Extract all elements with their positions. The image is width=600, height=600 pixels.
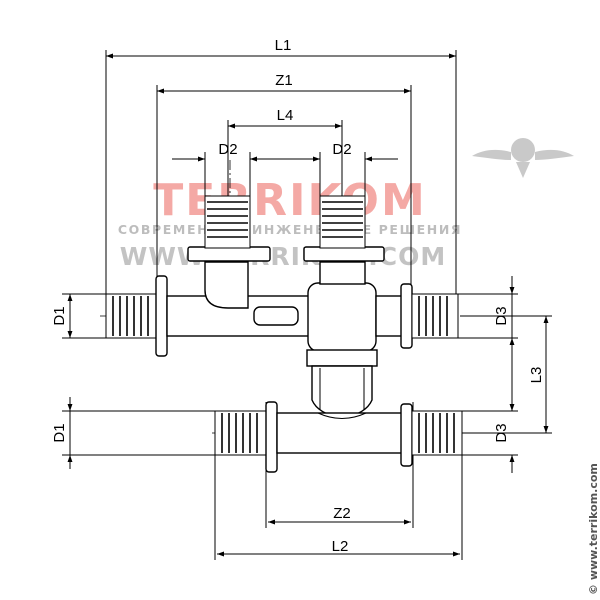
- connector-body: [311, 365, 373, 419]
- upper-body-right: [375, 295, 404, 337]
- right-outlet-neck: [319, 261, 366, 285]
- dim-label-l2: L2: [332, 538, 349, 555]
- right-outlet-collar: [303, 246, 385, 262]
- dim-label-d3-bottom: D3: [493, 423, 510, 442]
- watermark-url: WWW.TERRIKOM.COM: [120, 242, 446, 271]
- watermark: TERRIKOM СОВРЕМЕННЫЕ ИНЖЕНЕРНЫЕ РЕШЕНИЯ …: [118, 175, 462, 271]
- winged-logo-icon: [472, 138, 574, 178]
- dim-label-l3: L3: [528, 367, 545, 384]
- side-url: © www.terrikom.com: [587, 463, 600, 595]
- connector-nut: [306, 349, 378, 367]
- dim-label-d1-bottom: D1: [51, 423, 68, 442]
- left-flange-bottom: [265, 401, 278, 473]
- dim-label-l4: L4: [277, 107, 294, 124]
- upper-manifold: [105, 195, 459, 357]
- central-block: [307, 282, 377, 352]
- dim-label-z2: Z2: [333, 505, 351, 522]
- body-slot: [253, 306, 299, 326]
- right-flange-top: [400, 283, 413, 349]
- lower-body: [276, 412, 405, 454]
- left-outlet-ribs: [207, 201, 248, 238]
- right-thread-ribs-bottom: [418, 413, 455, 453]
- vertical-connector: [306, 349, 378, 419]
- dimension-lines: [67, 53, 549, 557]
- lower-tee: [214, 401, 463, 473]
- watermark-brand: TERRIKOM: [153, 175, 427, 226]
- left-elbow: [204, 261, 249, 309]
- left-outlet-thread: [204, 195, 251, 249]
- dim-label-d1-top: D1: [51, 306, 68, 325]
- left-thread-ribs-bottom: [221, 413, 258, 453]
- right-thread-ribs-top: [418, 296, 448, 336]
- left-outlet-collar: [187, 246, 271, 262]
- right-outlet-ribs: [322, 201, 363, 238]
- right-flange-bottom: [400, 403, 413, 467]
- right-outlet-thread: [319, 195, 366, 249]
- left-flange-top: [155, 275, 168, 357]
- dim-label-d2-right: D2: [332, 141, 351, 158]
- watermark-tagline: СОВРЕМЕННЫЕ ИНЖЕНЕРНЫЕ РЕШЕНИЯ: [118, 222, 462, 237]
- dim-label-l1: L1: [275, 37, 292, 54]
- dim-label-d2-left: D2: [218, 141, 237, 158]
- dimension-labels: L1 Z1 L4 D2 D2 Z2 L2 D1 D1 D3 D3 L3: [51, 37, 545, 555]
- left-thread-ribs-top: [112, 296, 149, 336]
- dim-label-d3-top: D3: [493, 306, 510, 325]
- dim-label-z1: Z1: [275, 72, 293, 89]
